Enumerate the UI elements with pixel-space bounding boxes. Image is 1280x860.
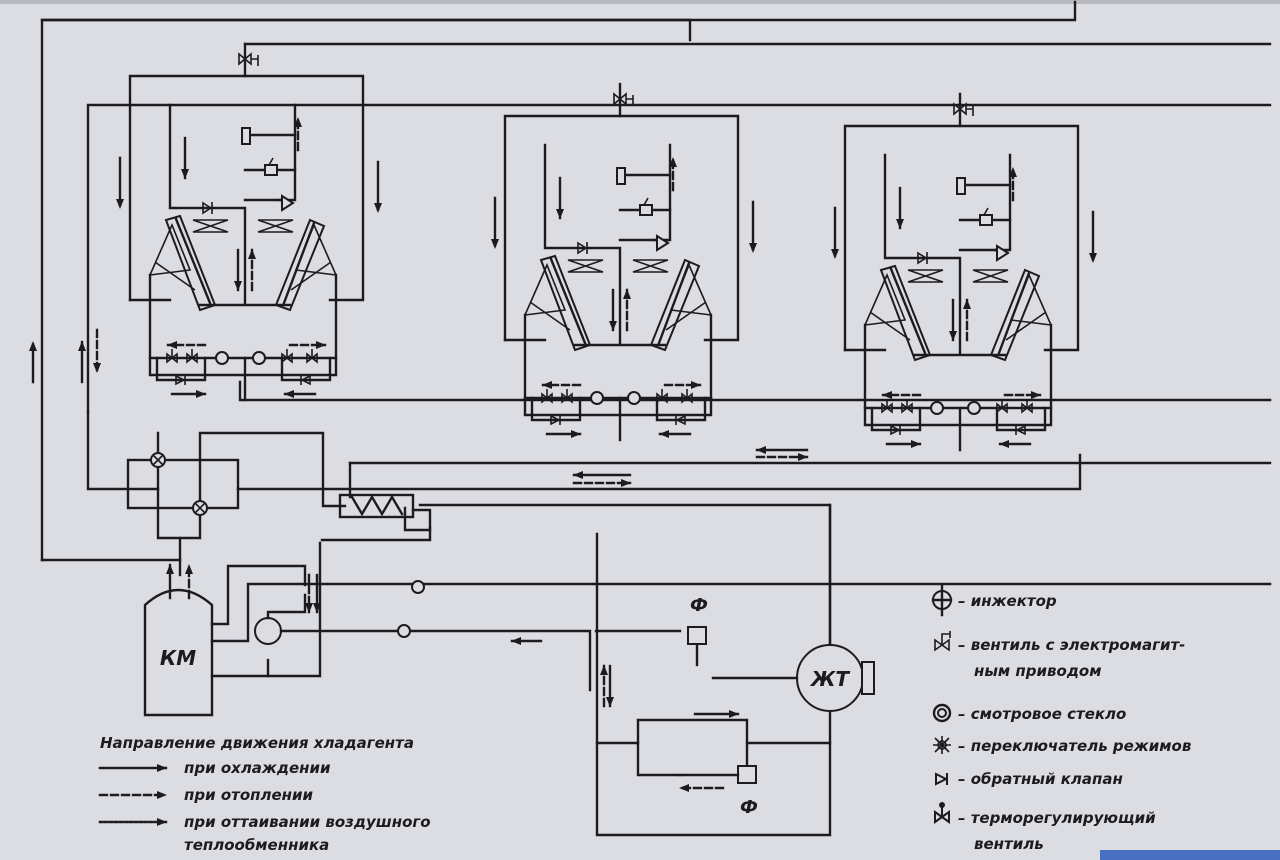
filter-top-label: Ф bbox=[690, 595, 708, 616]
legend-solenoid-valve-cont: ным приводом bbox=[974, 662, 1102, 680]
symbol-legend: – инжектор – вентиль с электромагит- ным… bbox=[931, 583, 1191, 853]
thermostatic-valve-icon bbox=[934, 802, 950, 824]
flow-legend-heating: при отоплении bbox=[184, 786, 314, 804]
flow-legend-title: Направление движения хладагента bbox=[100, 734, 414, 752]
page-edge bbox=[0, 0, 1280, 4]
mode-switch-icon bbox=[933, 736, 951, 754]
compressor-label: КМ bbox=[160, 646, 196, 670]
mode-switch-icon bbox=[150, 452, 166, 468]
mode-switch-block bbox=[126, 431, 347, 577]
legend-thermostatic-valve: – терморегулирующий bbox=[958, 809, 1156, 827]
air-heat-exchanger-unit bbox=[831, 92, 1097, 452]
legend-sight-glass: – смотровое стекло bbox=[958, 705, 1126, 723]
receiver-section: ЖТ Ф Ф bbox=[595, 503, 875, 837]
sight-glass-icon bbox=[932, 703, 952, 723]
injector-icon bbox=[931, 583, 953, 617]
legend-solenoid-valve: – вентиль с электромагит- bbox=[958, 636, 1185, 654]
flow-arrows bbox=[29, 328, 809, 792]
flow-legend-defrost: при оттаивании воздушного bbox=[184, 813, 431, 831]
sight-glass-icon bbox=[411, 580, 425, 594]
legend-injector: – инжектор bbox=[958, 592, 1057, 610]
filter-bottom bbox=[737, 765, 757, 784]
compressor: КМ bbox=[143, 563, 214, 717]
filter-bottom-label: Ф bbox=[740, 797, 758, 818]
page-accent-bar bbox=[1100, 850, 1280, 860]
air-heat-exchanger-unit bbox=[491, 82, 757, 442]
heat-exchanger-coil bbox=[320, 461, 1272, 542]
receiver-label: ЖТ bbox=[809, 667, 850, 691]
compressor-piping bbox=[210, 541, 1272, 692]
filter-top bbox=[687, 626, 707, 645]
injector-icon bbox=[254, 617, 282, 645]
solenoid-valve-icon bbox=[934, 631, 951, 652]
legend-thermostatic-valve-cont: вентиль bbox=[974, 835, 1044, 853]
flow-direction-legend: Направление движения хладагента при охла… bbox=[98, 734, 431, 854]
main-pipelines bbox=[40, 0, 1272, 647]
check-valve-icon bbox=[935, 772, 949, 786]
flow-legend-cooling: при охлаждении bbox=[184, 759, 331, 777]
sight-glass-icon bbox=[397, 624, 411, 638]
mode-switch-icon bbox=[192, 500, 208, 516]
air-heat-exchanger-unit bbox=[116, 42, 382, 402]
legend-check-valve: – обратный клапан bbox=[958, 770, 1123, 788]
flow-legend-defrost-cont: теплообменника bbox=[184, 836, 329, 854]
legend-mode-switch: – переключатель режимов bbox=[958, 737, 1191, 755]
